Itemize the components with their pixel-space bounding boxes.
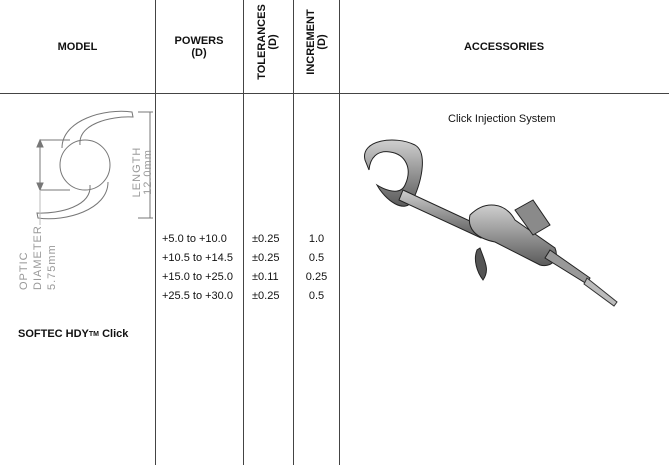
increment-cell: 0.5 — [308, 252, 325, 264]
optic-value: 5.75mm — [46, 244, 58, 290]
increment-cell: 0.5 — [308, 290, 325, 302]
header-model: MODEL — [57, 41, 98, 53]
lens-diagram: LENGTH 12.0mm OPTIC DIAMETER 5.75mm — [18, 110, 154, 290]
tolerance-cell: ±0.25 — [252, 233, 280, 245]
powers-column: +5.0 to +10.0 +10.5 to +14.5 +15.0 to +2… — [162, 230, 233, 306]
header-powers: POWERS (D) — [174, 35, 224, 59]
header-divider — [0, 93, 669, 94]
powers-cell: +5.0 to +10.0 — [162, 233, 227, 245]
tolerance-cell: ±0.25 — [252, 290, 280, 302]
tolerance-cell: ±0.11 — [252, 271, 279, 283]
powers-cell: +15.0 to +25.0 — [162, 271, 233, 283]
header-increment: INCREMENT (D) — [305, 9, 328, 75]
injector-icon — [364, 139, 618, 307]
increment-cell: 1.0 — [308, 233, 325, 245]
col-divider — [339, 0, 340, 465]
col-divider — [243, 0, 244, 465]
powers-cell: +25.5 to +30.0 — [162, 290, 233, 302]
col-divider — [155, 0, 156, 465]
optic-label-2: DIAMETER — [32, 225, 44, 290]
col-divider — [293, 0, 294, 465]
powers-cell: +10.5 to +14.5 — [162, 252, 233, 264]
optic-label-1: OPTIC — [18, 251, 30, 290]
accessory-title: Click Injection System — [448, 113, 556, 125]
header-accessories: ACCESSORIES — [463, 41, 545, 53]
increment-column: 1.0 0.5 0.25 0.5 — [294, 230, 339, 306]
increment-cell: 0.25 — [305, 271, 328, 283]
model-name: SOFTEC HDYTM Click — [18, 328, 129, 340]
length-label: LENGTH — [131, 147, 143, 198]
header-tolerances: TOLERANCES (D) — [256, 4, 279, 80]
tolerance-column: ±0.25 ±0.25 ±0.11 ±0.25 — [252, 230, 279, 306]
length-value: 12.0mm — [142, 149, 154, 195]
tolerance-cell: ±0.25 — [252, 252, 280, 264]
